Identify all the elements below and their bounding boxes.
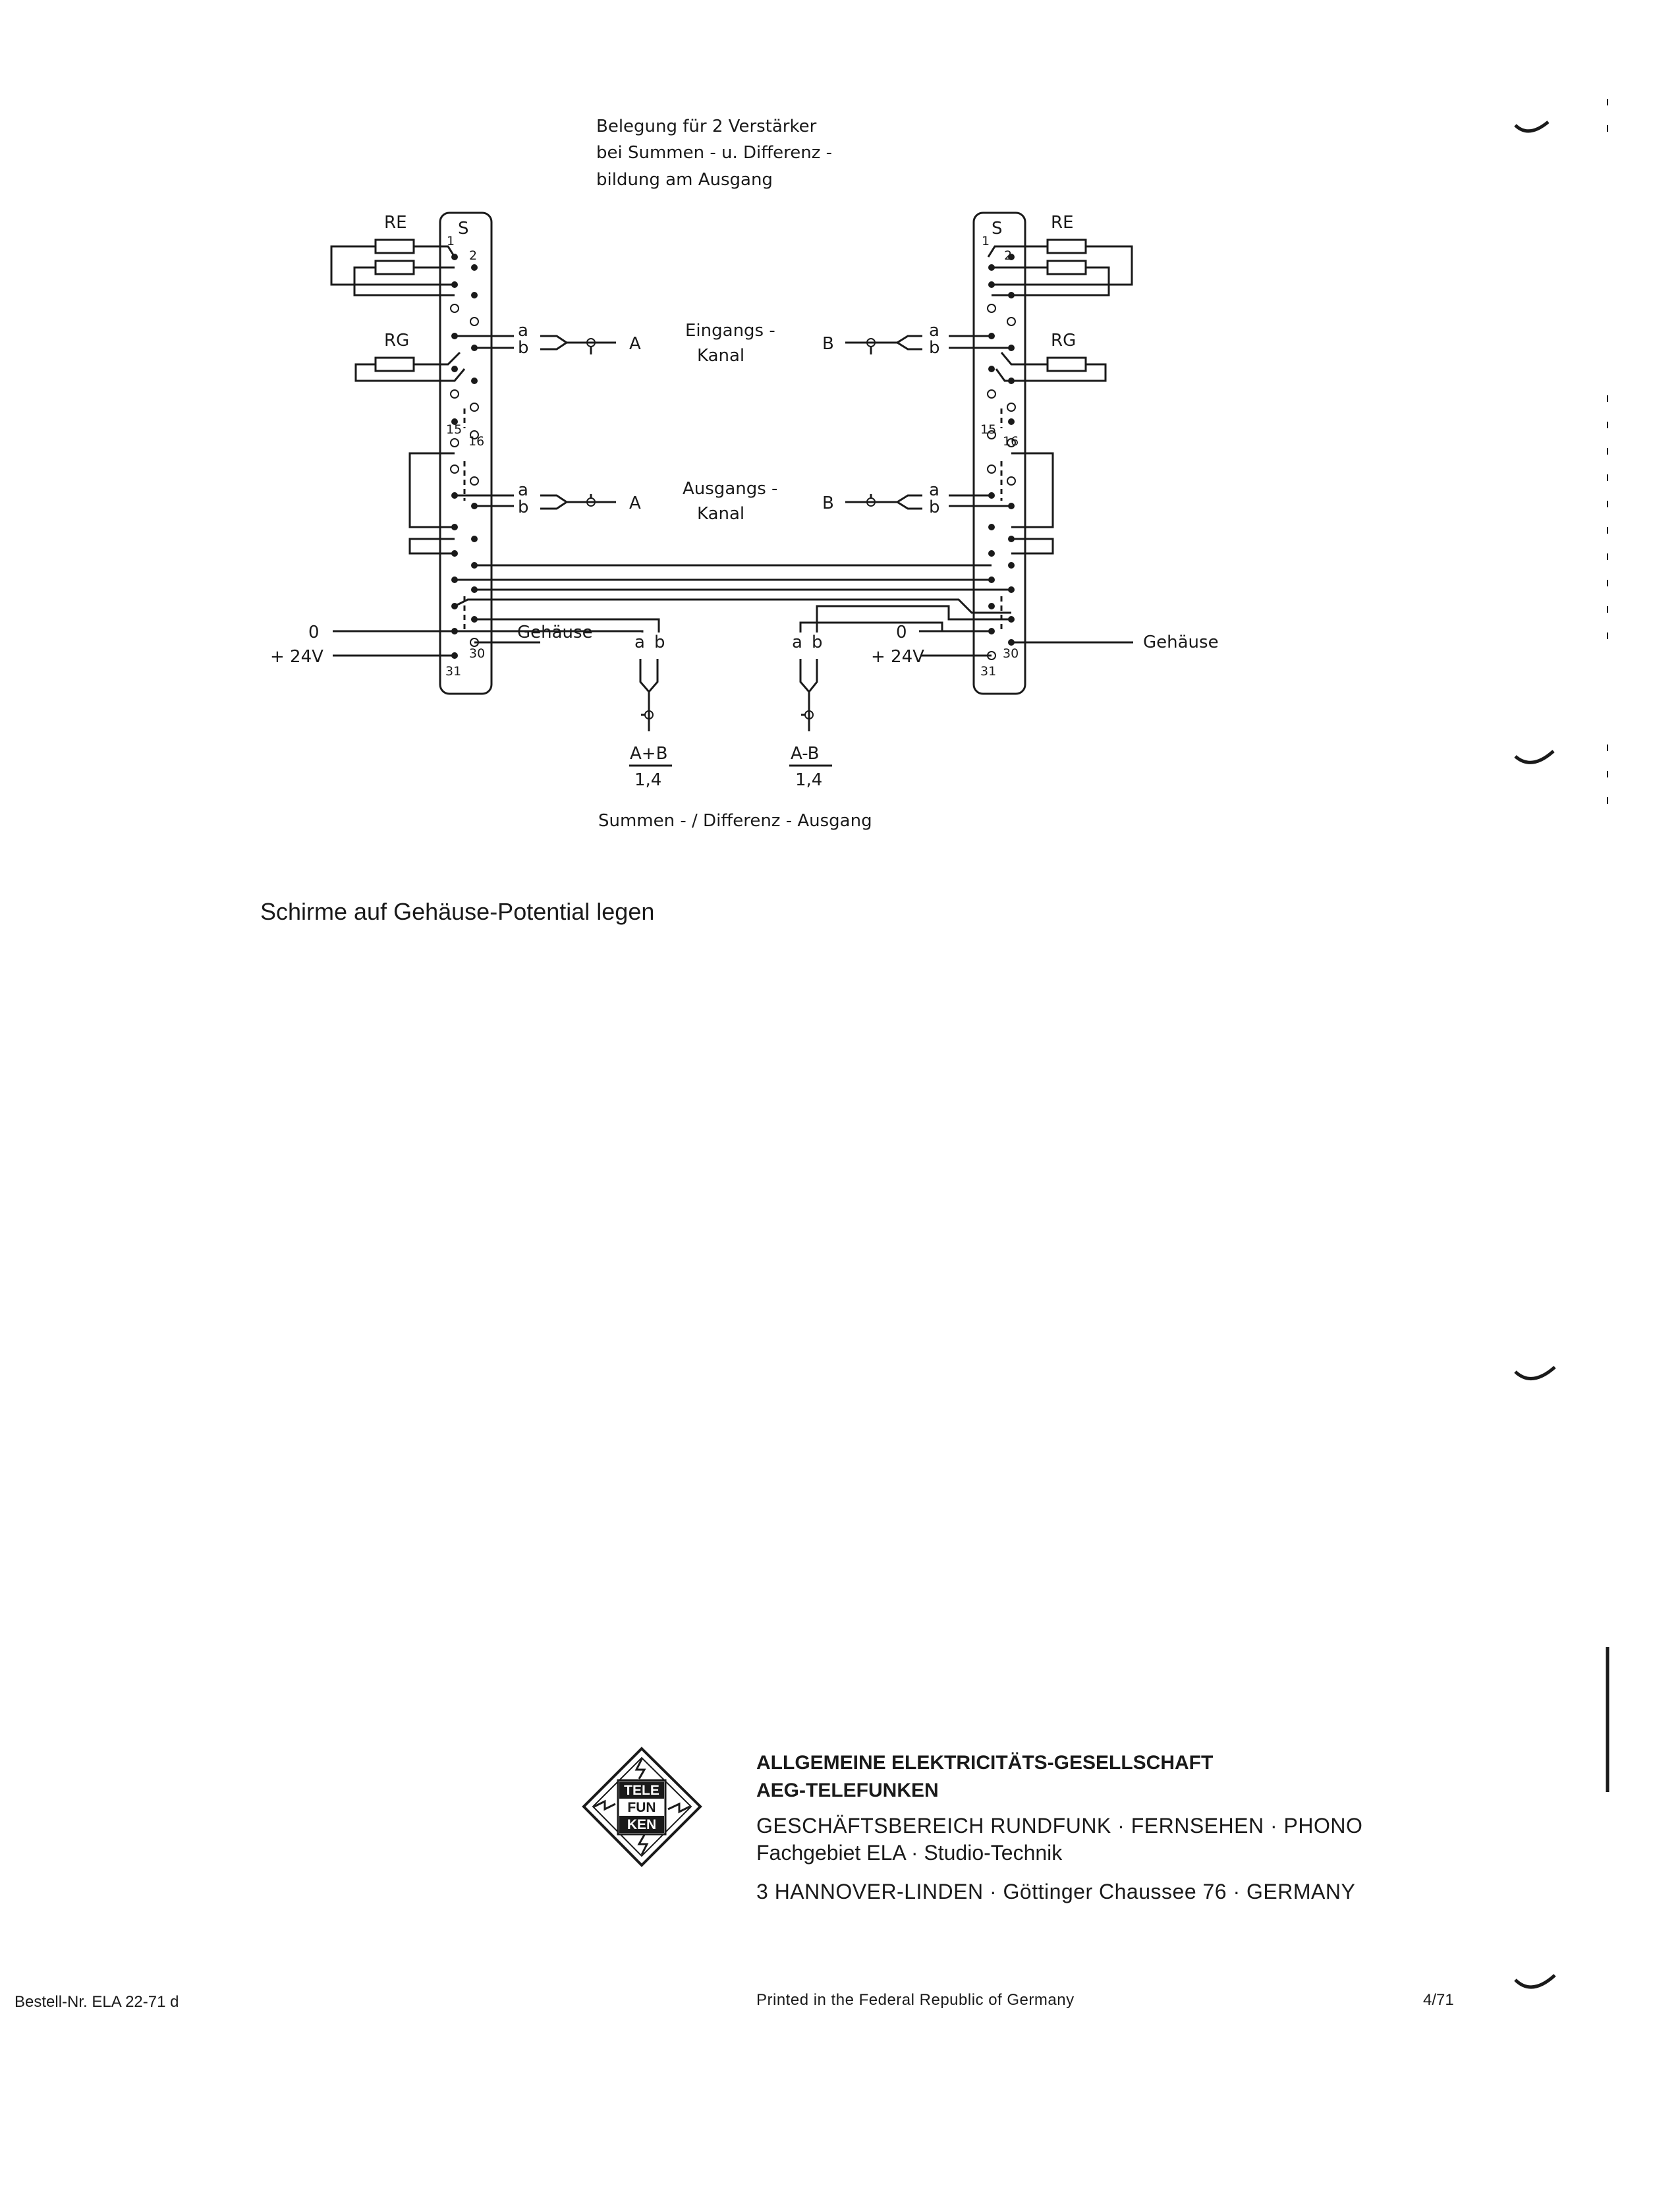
diagram-caption-line-1: Belegung für 2 Verstärker	[596, 117, 817, 136]
left-connector-label: S	[458, 219, 469, 239]
cross-links	[454, 564, 1011, 632]
company-address-block: ALLGEMEINE ELEKTRICITÄTS-GESELLSCHAFT AE…	[756, 1749, 1362, 1904]
right-pin-30: 30	[1003, 646, 1019, 661]
left-output-channel-letter: A	[629, 493, 641, 513]
binder-mark-2	[1514, 750, 1555, 764]
right-housing-label: Gehäuse	[1143, 632, 1219, 652]
sum-wire-b: b	[654, 632, 665, 652]
right-connector-label: S	[992, 219, 1003, 239]
diff-output-label: A-B	[791, 744, 820, 764]
left-input-wire-b: b	[518, 338, 529, 358]
input-channel-label-2: Kanal	[697, 346, 744, 366]
left-pin-2: 2	[469, 248, 477, 263]
right-re-label: RE	[1051, 213, 1074, 233]
diagram-caption-line-3: bildung am Ausgang	[596, 170, 773, 190]
sum-wire-a: a	[634, 632, 645, 652]
right-connector: S RE 1 2 RG 15 16 30 31	[972, 211, 1133, 695]
diagram-caption-line-2: bei Summen - u. Differenz -	[596, 143, 832, 163]
right-pin-15: 15	[980, 422, 996, 437]
left-pin-1: 1	[447, 234, 455, 248]
right-rg-label: RG	[1051, 331, 1076, 351]
right-input-channel-letter: B	[822, 334, 834, 354]
left-output-wire-b: b	[518, 497, 529, 517]
wiring-diagram: Belegung für 2 Verstärker bei Summen - u…	[270, 117, 1219, 831]
left-plus24v-label: + 24V	[270, 647, 323, 667]
diff-output-factor: 1,4	[795, 770, 822, 790]
output-channel-wiring: a b A Ausgangs - Kanal B a b	[455, 479, 1011, 524]
diff-output: a b A-B 1,4	[789, 632, 832, 790]
right-pin-markers	[988, 254, 1015, 646]
left-re-label: RE	[384, 213, 407, 233]
company-address: 3 HANNOVER-LINDEN · Göttinger Chaussee 7…	[756, 1880, 1356, 1903]
left-open-pins	[450, 304, 479, 647]
sum-output-factor: 1,4	[634, 770, 661, 790]
company-name-line-1: ALLGEMEINE ELEKTRICITÄTS-GESELLSCHAFT	[756, 1752, 1214, 1774]
left-connector: S RE 1 2 RG 15 16 30 31	[330, 211, 493, 695]
telefunken-logo: TELE FUN KEN	[582, 1747, 702, 1867]
left-pin-31: 31	[445, 664, 461, 679]
right-open-pins	[987, 304, 1016, 660]
left-housing-label: Gehäuse	[517, 623, 593, 642]
binder-mark-4	[1514, 1974, 1556, 1989]
right-output-channel-letter: B	[822, 493, 834, 513]
left-pin-15: 15	[446, 422, 462, 437]
diff-wire-a: a	[792, 632, 802, 652]
binder-mark-1	[1514, 121, 1550, 133]
right-power-wiring: 0 + 24V Gehäuse	[871, 623, 1219, 667]
left-rg-label: RG	[384, 331, 409, 351]
left-pin-30: 30	[469, 646, 485, 661]
right-plus24v-label: + 24V	[871, 647, 924, 667]
output-channel-label-1: Ausgangs -	[683, 479, 777, 499]
output-channel-label-2: Kanal	[697, 504, 744, 524]
output-caption: Summen - / Differenz - Ausgang	[598, 811, 872, 831]
right-input-wire-b: b	[929, 338, 940, 358]
right-pin-1: 1	[982, 234, 990, 248]
binder-mark-3	[1514, 1366, 1556, 1380]
left-input-wire-a: a	[518, 321, 528, 341]
diff-wire-b: b	[812, 632, 823, 652]
sum-output-label: A+B	[630, 744, 667, 764]
right-zero-volt-label: 0	[896, 623, 907, 642]
company-name-line-2: AEG-TELEFUNKEN	[756, 1780, 939, 1801]
order-number: Bestell-Nr. ELA 22-71 d	[14, 1993, 179, 2011]
input-channel-label-1: Eingangs -	[685, 321, 775, 341]
company-department: Fachgebiet ELA · Studio-Technik	[756, 1841, 1063, 1865]
logo-text-line-1: TELE	[624, 1783, 659, 1798]
right-output-wire-b: b	[929, 497, 940, 517]
right-pin-31: 31	[980, 664, 996, 679]
input-channel-wiring: a b A Eingangs - Kanal B a b	[455, 321, 1011, 366]
right-output-wire-a: a	[929, 480, 939, 500]
left-input-channel-letter: A	[629, 334, 641, 354]
left-output-wire-a: a	[518, 480, 528, 500]
printed-notice: Printed in the Federal Republic of Germa…	[756, 1991, 1075, 2009]
right-input-wire-a: a	[929, 321, 939, 341]
logo-text-line-2: FUN	[627, 1800, 656, 1815]
left-power-wiring: 0 + 24V Gehäuse	[270, 623, 593, 667]
edition-date: 4/71	[1423, 1991, 1454, 2009]
logo-text-line-3: KEN	[627, 1817, 656, 1832]
shield-instruction: Schirme auf Gehäuse-Potential legen	[260, 898, 655, 925]
sum-output: a b A+B 1,4	[629, 632, 672, 790]
company-division: GESCHÄFTSBEREICH RUNDFUNK · FERNSEHEN · …	[756, 1814, 1363, 1838]
left-zero-volt-label: 0	[308, 623, 320, 642]
